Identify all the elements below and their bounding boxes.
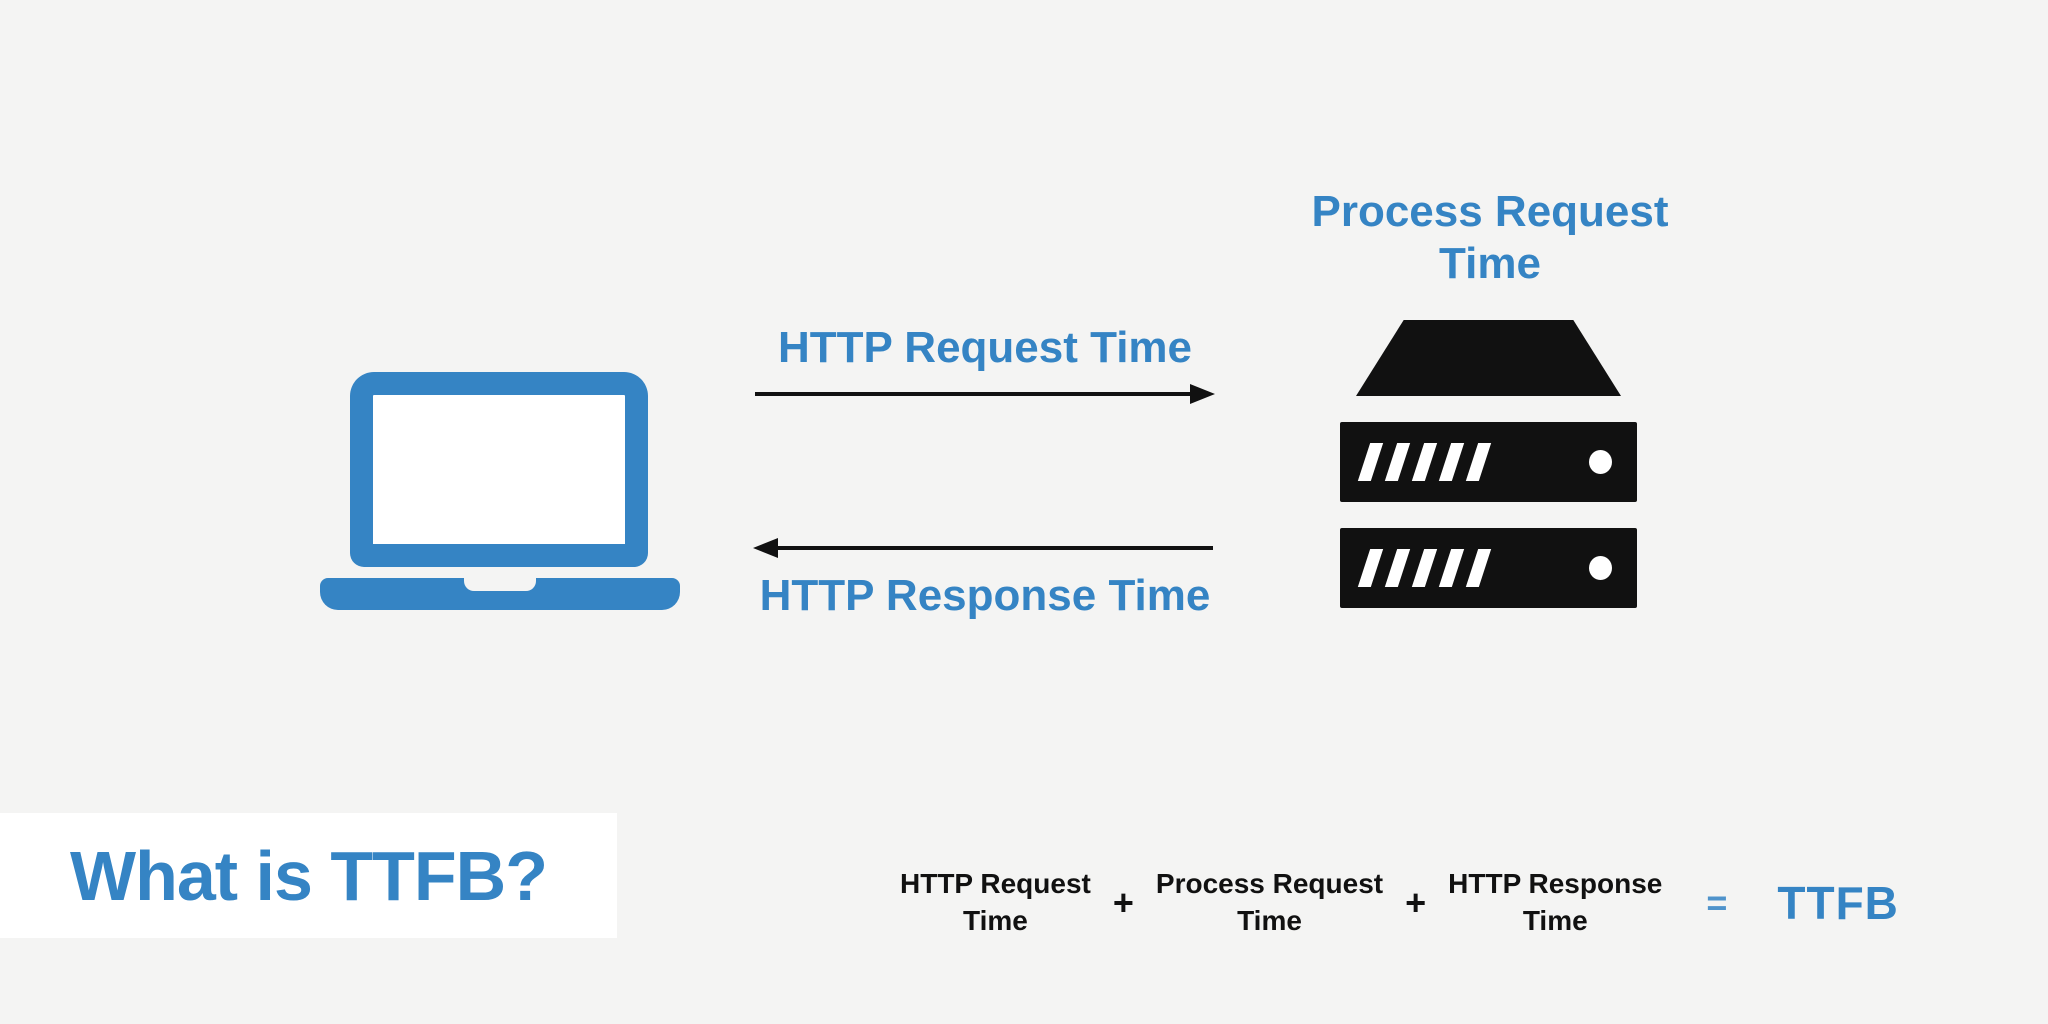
server-label: Process Request Time xyxy=(1311,187,1669,288)
title-panel: What is TTFB? xyxy=(0,813,617,938)
formula-term-http-response: HTTP Response Time xyxy=(1448,868,1663,936)
rack-led-light xyxy=(1589,556,1612,580)
laptop-notch xyxy=(464,578,536,591)
equals-operator: = xyxy=(1706,882,1728,923)
rack-led-light xyxy=(1589,450,1612,474)
response-arrowhead-icon xyxy=(753,538,778,558)
server-top-cover xyxy=(1356,320,1621,396)
request-arrow-line xyxy=(755,392,1192,396)
page-title: What is TTFB? xyxy=(70,836,548,915)
formula-term-http-request: HTTP Request Time xyxy=(900,868,1091,936)
server-icon xyxy=(1340,320,1637,610)
ttfb-formula: HTTP Request Time + Process Request Time… xyxy=(900,858,1900,948)
laptop-screen xyxy=(350,372,648,567)
response-arrow-label: HTTP Response Time xyxy=(759,571,1211,620)
server-rack-unit xyxy=(1340,528,1637,608)
rack-vent-slashes xyxy=(1357,443,1492,481)
formula-result: TTFB xyxy=(1777,877,1899,929)
plus-operator: + xyxy=(1112,882,1134,923)
request-arrowhead-icon xyxy=(1190,384,1215,404)
plus-operator: + xyxy=(1405,882,1427,923)
response-arrow-line xyxy=(775,546,1213,550)
formula-term-process-request: Process Request Time xyxy=(1155,868,1384,936)
laptop-base xyxy=(320,578,680,610)
server-rack-unit xyxy=(1340,422,1637,502)
laptop-icon xyxy=(320,372,680,610)
request-arrow-label: HTTP Request Time xyxy=(777,323,1193,372)
rack-vent-slashes xyxy=(1357,549,1492,587)
